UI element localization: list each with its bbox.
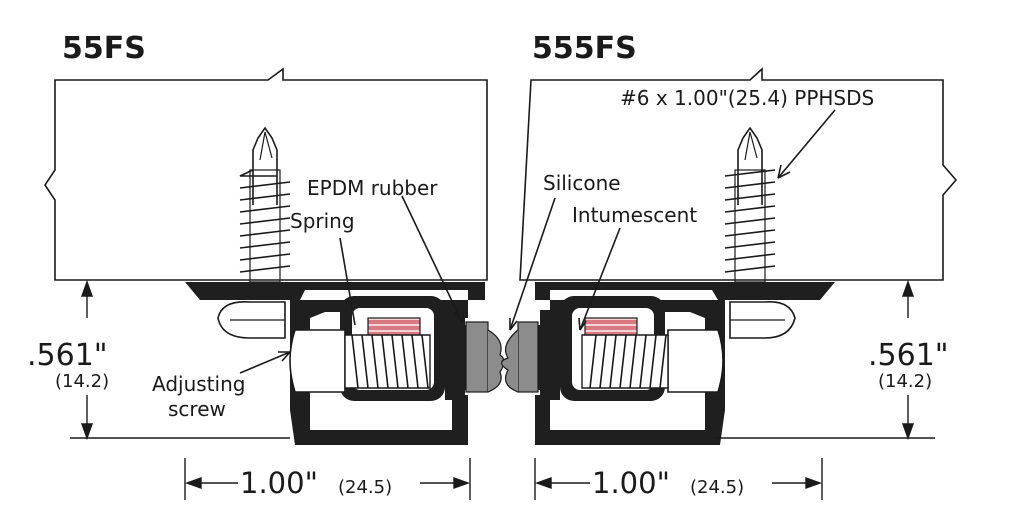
label-adjusting-line1: Adjusting xyxy=(152,372,245,396)
epdm-rubber-gasket xyxy=(445,310,505,400)
callout-leaders xyxy=(239,109,836,374)
right-height-metric: (14.2) xyxy=(878,371,932,392)
right-width-metric: (24.5) xyxy=(690,477,744,498)
left-height-imperial: .561" xyxy=(27,338,108,373)
width-dimension-lines xyxy=(184,458,823,500)
left-adjusting-screw xyxy=(289,329,431,393)
left-width-metric: (24.5) xyxy=(338,477,392,498)
right-adjusting-screw xyxy=(581,329,724,393)
label-adjusting-line2: screw xyxy=(168,397,226,421)
right-width-imperial: 1.00" xyxy=(592,466,670,500)
label-intumescent: Intumescent xyxy=(572,203,697,227)
right-height-imperial: .561" xyxy=(868,338,949,373)
label-epdm-rubber: EPDM rubber xyxy=(307,176,438,200)
left-height-metric: (14.2) xyxy=(55,371,109,392)
left-model-title: 55FS xyxy=(62,31,146,66)
height-dimension-lines xyxy=(70,279,935,441)
right-mounting-screw xyxy=(724,126,776,283)
label-screw-spec: #6 x 1.00"(25.4) PPHSDS xyxy=(620,86,874,110)
label-spring: Spring xyxy=(290,209,355,233)
silicone-gasket xyxy=(500,310,560,400)
left-mounting-screw xyxy=(239,126,291,283)
right-model-title: 555FS xyxy=(532,31,637,66)
label-silicone: Silicone xyxy=(543,171,621,195)
left-width-imperial: 1.00" xyxy=(240,466,318,500)
